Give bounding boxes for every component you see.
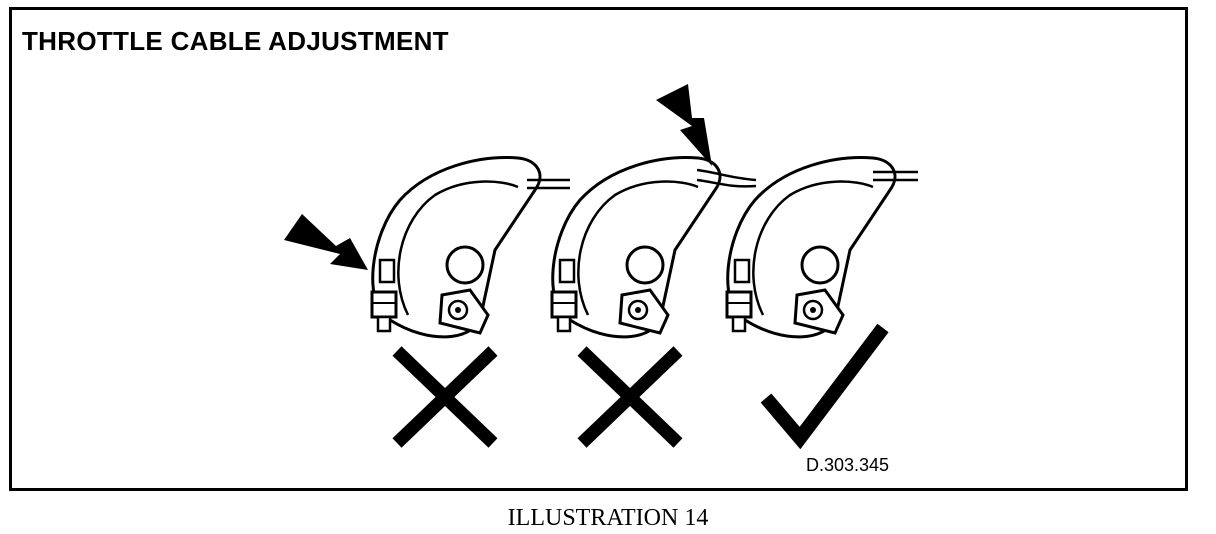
reference-code: D.303.345 [806, 455, 890, 475]
pointer-arrow-1 [284, 214, 368, 270]
check-icon [760, 323, 889, 450]
figure-caption: ILLUSTRATION 14 [507, 505, 709, 531]
figure-title: THROTTLE CABLE ADJUSTMENT [22, 26, 449, 56]
cable-1 [527, 178, 570, 190]
cross-icon [392, 346, 498, 448]
pointer-arrow-2 [656, 84, 712, 166]
cable-3 [873, 170, 918, 182]
quadrant-assembly-2 [550, 156, 722, 339]
quadrant-assembly-1 [370, 156, 542, 339]
quadrant-assembly-3 [725, 156, 897, 339]
cable-2 [696, 168, 757, 188]
cross-icon [577, 346, 683, 448]
figure-frame [9, 7, 1188, 491]
